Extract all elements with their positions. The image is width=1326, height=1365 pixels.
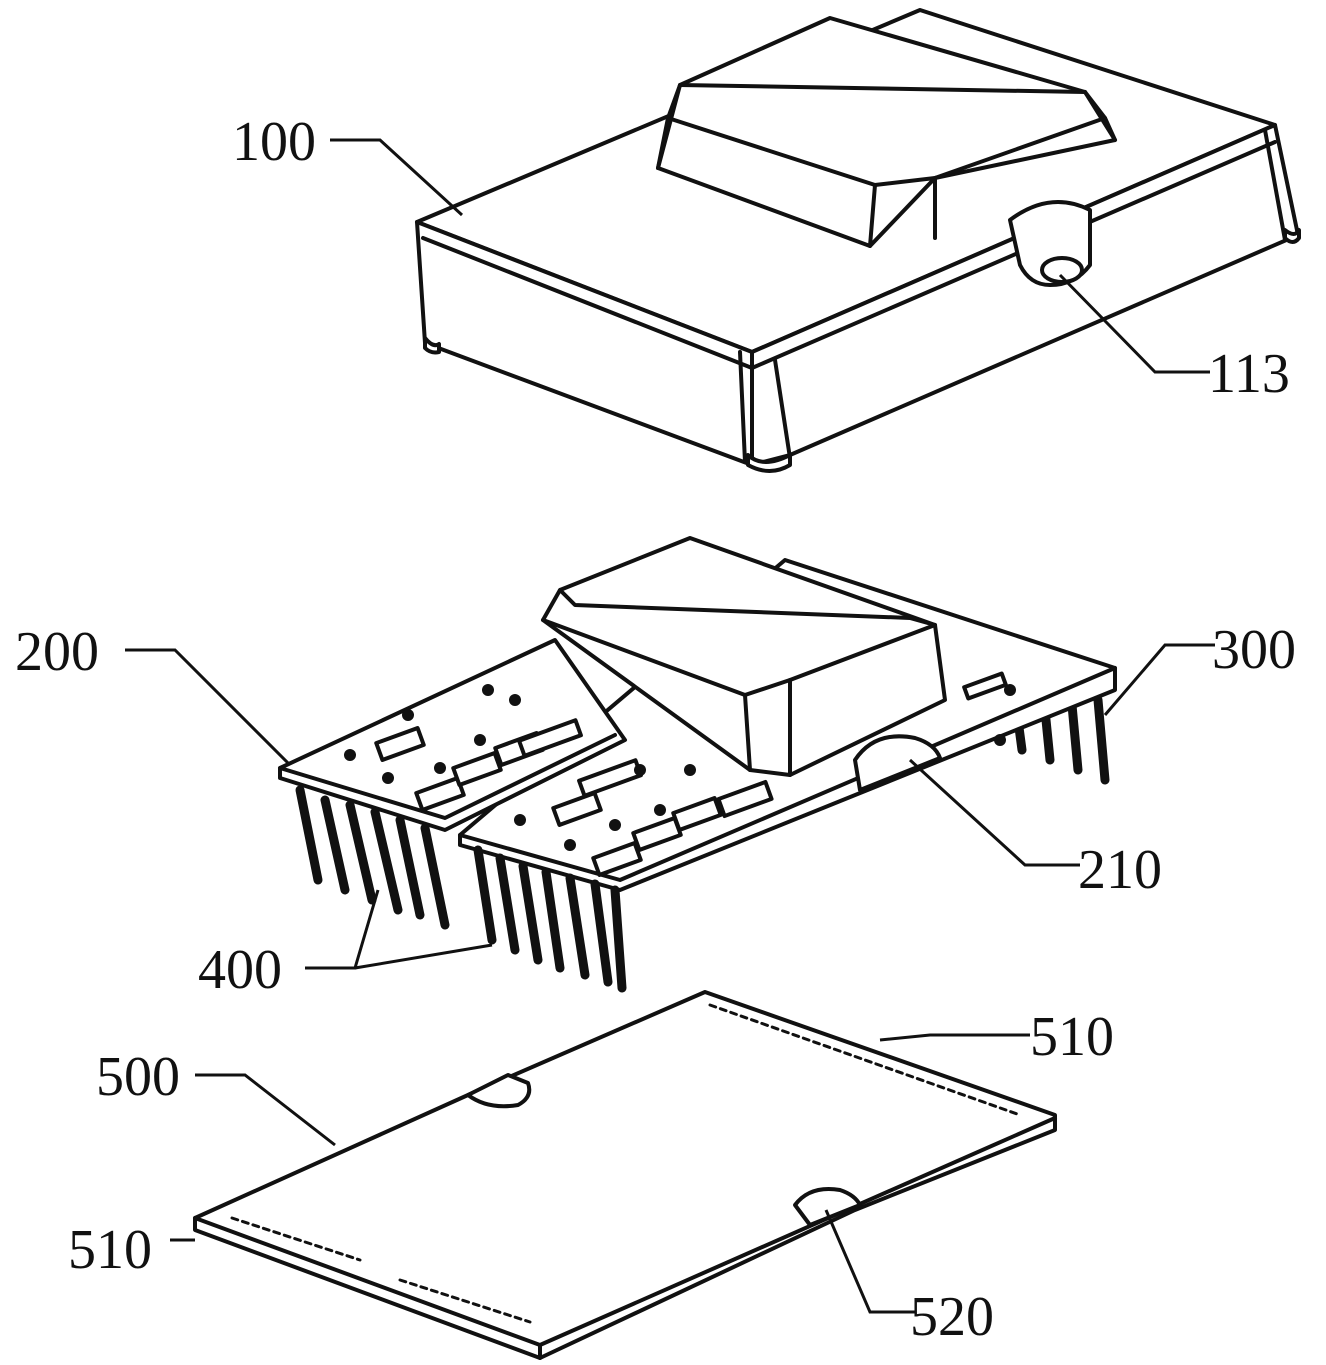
label-510-bottom: 510 bbox=[68, 1219, 152, 1281]
label-400: 400 bbox=[198, 939, 282, 1001]
label-210: 210 bbox=[1078, 839, 1162, 901]
label-113: 113 bbox=[1208, 343, 1290, 405]
label-300: 300 bbox=[1212, 619, 1296, 681]
label-510-top: 510 bbox=[1030, 1006, 1114, 1068]
label-200: 200 bbox=[15, 621, 99, 683]
board-assembly bbox=[280, 538, 1115, 988]
cover-part bbox=[417, 10, 1299, 471]
label-520: 520 bbox=[910, 1286, 994, 1348]
label-500: 500 bbox=[96, 1046, 180, 1108]
label-100: 100 bbox=[232, 111, 316, 173]
